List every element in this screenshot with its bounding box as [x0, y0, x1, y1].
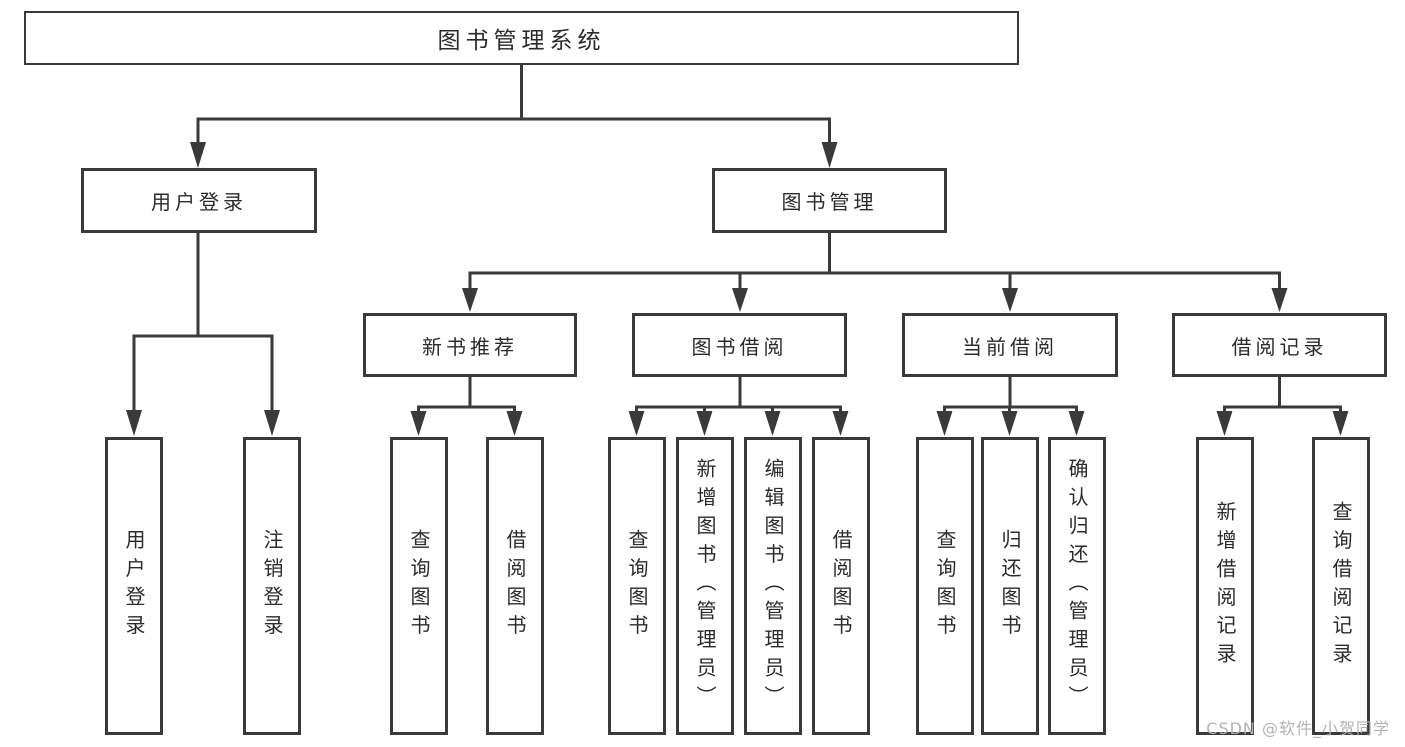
node-library-management-system: 图书管理系统 — [24, 11, 1019, 65]
node-label: 借阅图书 — [503, 529, 527, 643]
node-label: 查询图书 — [625, 529, 649, 643]
node-label: 图书管理系统 — [437, 28, 606, 54]
leaf-confirm-return-admin: 确认归还（管理员） — [1048, 437, 1106, 735]
node-label: 查询图书 — [933, 529, 957, 643]
node-label: 借阅记录 — [1231, 334, 1328, 359]
node-label: 注销登录 — [260, 529, 284, 643]
node-label: 编辑图书（管理员） — [761, 458, 785, 714]
leaf-query-books-borrow: 查询图书 — [608, 437, 666, 735]
node-label: 图书管理 — [781, 190, 878, 214]
node-label: 查询借阅记录 — [1329, 500, 1353, 672]
node-borrowing-records: 借阅记录 — [1172, 313, 1387, 377]
node-user-login: 用户登录 — [81, 168, 317, 233]
arrowheads — [126, 142, 1349, 436]
node-new-book-recommendation: 新书推荐 — [363, 313, 577, 377]
leaf-add-borrow-record: 新增借阅记录 — [1196, 437, 1254, 735]
node-label: 新书推荐 — [422, 334, 518, 359]
node-label: 用户登录 — [151, 190, 247, 214]
leaf-edit-book-admin: 编辑图书（管理员） — [744, 437, 802, 735]
leaf-borrow-books: 借阅图书 — [812, 437, 870, 735]
leaf-add-book-admin: 新增图书（管理员） — [676, 437, 734, 735]
leaf-query-books-current: 查询图书 — [916, 437, 974, 735]
node-label: 图书借阅 — [691, 334, 788, 359]
node-label: 新增图书（管理员） — [693, 458, 717, 714]
leaf-return-books: 归还图书 — [981, 437, 1039, 735]
node-label: 确认归还（管理员） — [1065, 458, 1089, 714]
watermark: CSDN @软件_小贺同学 — [1206, 719, 1390, 738]
leaf-query-books-recommend: 查询图书 — [390, 437, 448, 735]
leaf-logout: 注销登录 — [243, 437, 301, 735]
node-book-management: 图书管理 — [712, 168, 947, 233]
node-label: 归还图书 — [998, 529, 1022, 643]
leaf-query-borrow-record: 查询借阅记录 — [1312, 437, 1370, 735]
node-label: 用户登录 — [122, 529, 146, 643]
node-label: 当前借阅 — [962, 334, 1058, 359]
node-book-borrowing: 图书借阅 — [632, 313, 847, 377]
node-label: 借阅图书 — [829, 529, 853, 643]
leaf-borrow-books-recommend: 借阅图书 — [486, 437, 544, 735]
leaf-user-login: 用户登录 — [105, 437, 163, 735]
node-current-borrowing: 当前借阅 — [902, 313, 1118, 377]
node-label: 新增借阅记录 — [1213, 500, 1237, 672]
node-label: 查询图书 — [407, 529, 431, 643]
